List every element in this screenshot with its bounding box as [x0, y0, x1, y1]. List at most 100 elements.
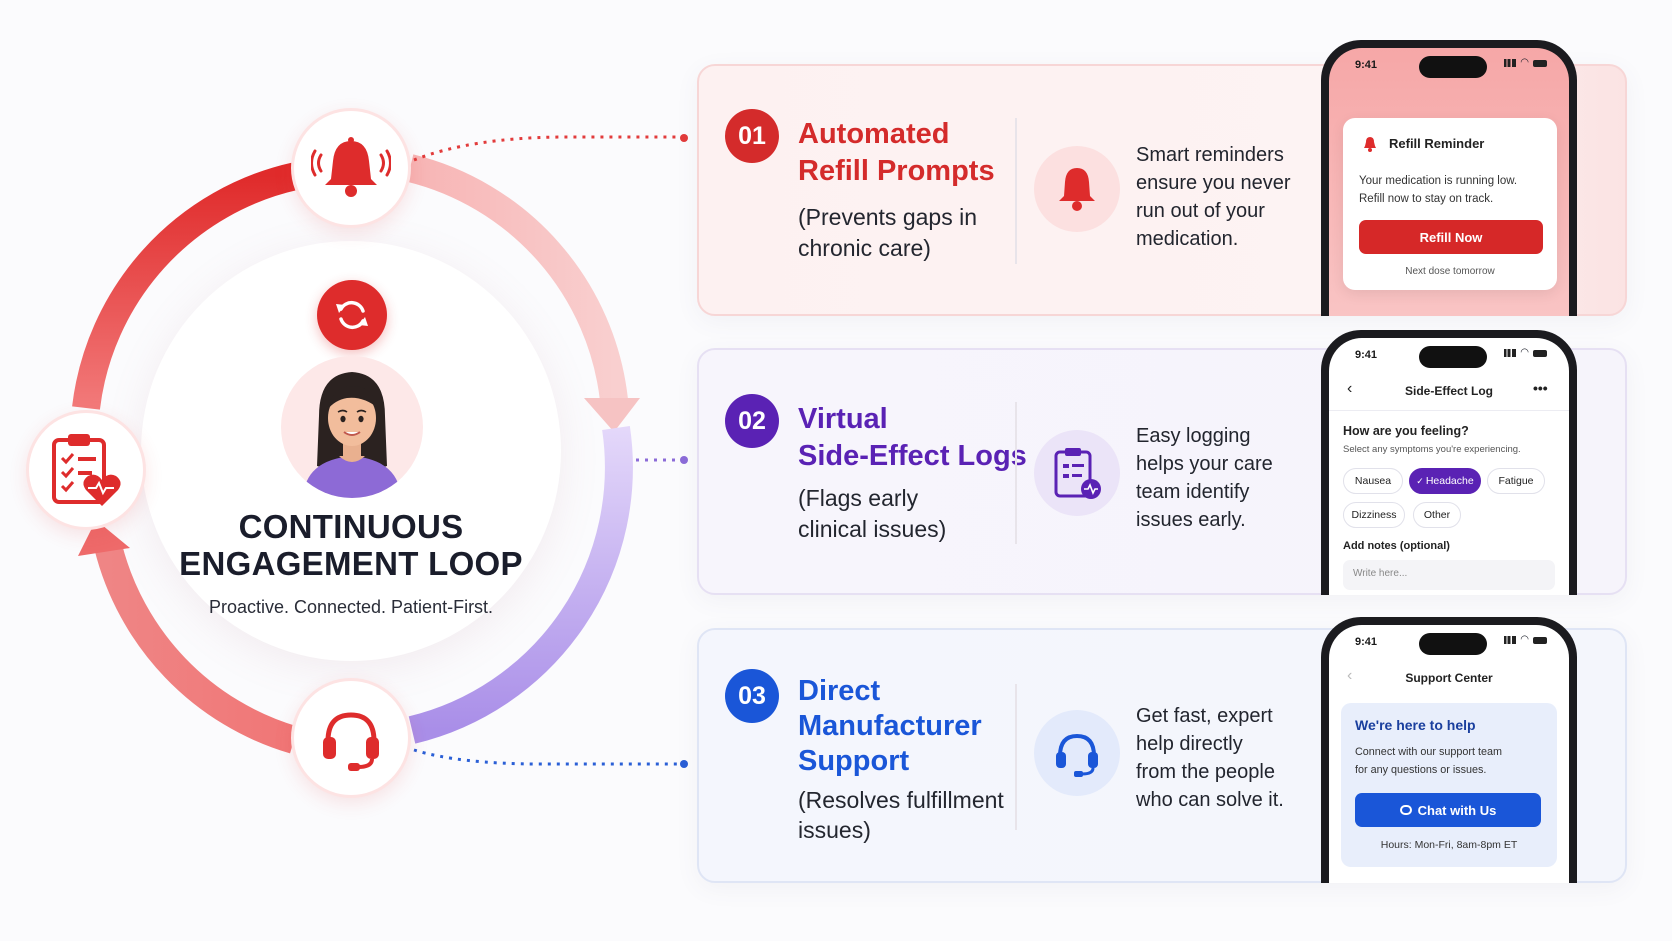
phone-1-time: 9:41: [1355, 59, 1378, 71]
phone-1-reminder-card: Refill Reminder Your medication is runni…: [1343, 118, 1557, 290]
loop-title-line-1: CONTINUOUS: [238, 508, 464, 545]
card-3-subtitle: (Resolves fulfillment issues): [798, 785, 1004, 845]
card-3-subtitle-line-2: issues): [798, 817, 871, 843]
dynamic-island: [1419, 633, 1487, 655]
card-1-subtitle: (Prevents gaps in chronic care): [798, 202, 977, 264]
card-1-divider: [1015, 118, 1017, 264]
phone-2-header: Side-Effect Log: [1404, 384, 1493, 398]
card-2-desc-line-1: Easy logging: [1136, 425, 1251, 447]
card-2-subtitle-line-1: (Flags early: [798, 485, 919, 511]
chip-dizziness[interactable]: Dizziness: [1343, 502, 1405, 528]
phone-3-body-line-2: for any questions or issues.: [1355, 764, 1487, 776]
card-2-feature-icon: [1034, 430, 1120, 516]
signal-icon: [1504, 636, 1517, 644]
card-1-description: Smart reminders ensure you never run out…: [1136, 141, 1306, 253]
card-3-desc-line-2: help directly: [1136, 733, 1243, 755]
battery-icon: [1533, 349, 1547, 357]
card-1-desc-line-1: Smart reminders: [1136, 144, 1284, 166]
loop-node-refill: [291, 108, 411, 228]
dynamic-island: [1419, 346, 1487, 368]
card-1-number-badge: 01: [725, 109, 779, 163]
loop-arc-bottom-left: [94, 542, 299, 754]
card-3-subtitle-line-1: (Resolves fulfillment: [798, 787, 1004, 813]
chat-bubble-icon: [1399, 805, 1412, 815]
bell-icon: [1059, 168, 1095, 211]
phone-3-body-line-1: Connect with our support team: [1355, 746, 1503, 758]
bell-icon: [1363, 136, 1377, 152]
more-options-icon[interactable]: •••: [1533, 380, 1548, 396]
loop-arrowhead-right: [584, 398, 640, 432]
chip-other[interactable]: Other: [1413, 502, 1461, 528]
phone-3-body: Connect with our support team for any qu…: [1355, 743, 1502, 779]
card-3-desc-line-3: from the people: [1136, 761, 1275, 783]
card-2-desc-line-4: issues early.: [1136, 509, 1246, 531]
card-3-title: Direct Manufacturer Support: [798, 674, 982, 779]
chip-headache[interactable]: ✓ Headache: [1409, 468, 1481, 494]
phone-2-time: 9:41: [1355, 349, 1378, 361]
wifi-icon: ◠: [1520, 634, 1529, 645]
dynamic-island: [1419, 56, 1487, 78]
headset-icon: [1056, 733, 1098, 777]
card-1-title: Automated Refill Prompts: [798, 116, 995, 190]
card-2-title-line-1: Virtual: [798, 403, 888, 435]
notes-input[interactable]: Write here...: [1343, 560, 1555, 590]
card-2-desc-line-2: helps your care: [1136, 453, 1273, 475]
loop-node-support: [291, 678, 411, 798]
card-1-feature-icon: [1034, 146, 1120, 232]
phone-3-header: Support Center: [1405, 671, 1493, 685]
phone-2-question: How are you feeling?: [1343, 424, 1469, 438]
loop-arc-right-bottom: [408, 425, 633, 744]
phone-3-hours: Hours: Mon-Fri, 8am-8pm ET: [1380, 839, 1518, 851]
card-3-desc-line-4: who can solve it.: [1136, 789, 1284, 811]
chat-with-us-label: Chat with Us: [1417, 802, 1497, 818]
card-1-desc-line-3: run out of your: [1136, 200, 1265, 222]
loop-title: CONTINUOUS ENGAGEMENT LOOP: [141, 508, 561, 582]
card-2-title: Virtual Side-Effect Logs: [798, 401, 1027, 475]
chat-with-us-button[interactable]: Chat with Us: [1355, 793, 1541, 827]
card-2-subtitle: (Flags early clinical issues): [798, 483, 946, 545]
card-2-desc-line-3: team identify: [1136, 481, 1250, 503]
chip-fatigue[interactable]: Fatigue: [1487, 468, 1545, 494]
clipboard-heart-icon: [52, 434, 121, 506]
signal-icon: [1504, 349, 1517, 357]
card-3-title-line-1: Direct: [798, 675, 881, 707]
card-3-divider: [1015, 684, 1017, 830]
card-2-divider: [1015, 402, 1017, 544]
connector-dot-1: [680, 134, 688, 142]
card-1-title-line-2: Refill Prompts: [798, 155, 995, 187]
header-divider: [1329, 410, 1569, 411]
wifi-icon: ◠: [1520, 57, 1529, 68]
phone-3-panel-title: We're here to help: [1355, 717, 1476, 733]
phone-1-card-title: Refill Reminder: [1389, 136, 1485, 151]
bell-icon: [311, 137, 391, 197]
loop-node-side-effects: [26, 410, 146, 530]
card-2-subtitle-line-2: clinical issues): [798, 516, 947, 542]
wifi-icon: ◠: [1520, 347, 1529, 358]
refresh-icon: [317, 280, 387, 350]
card-3-number-badge: 03: [725, 669, 779, 723]
back-chevron-icon[interactable]: ‹: [1347, 667, 1353, 684]
loop-subtitle: Proactive. Connected. Patient-First.: [208, 597, 494, 617]
back-chevron-icon[interactable]: ‹: [1347, 380, 1353, 397]
phone-1-body-line-2: Refill now to stay on track.: [1359, 193, 1494, 205]
headset-icon: [323, 712, 379, 771]
connector-dot-3: [680, 760, 688, 768]
chip-nausea[interactable]: Nausea: [1343, 468, 1403, 494]
card-3-feature-icon: [1034, 710, 1120, 796]
card-3-title-line-2: Manufacturer: [798, 710, 982, 742]
card-2-description: Easy logging helps your care team identi…: [1136, 422, 1306, 534]
loop-arrowhead-left: [78, 520, 130, 556]
card-3-title-line-3: Support: [798, 745, 910, 777]
phone-1-body: Your medication is running low. Refill n…: [1359, 172, 1517, 208]
card-2-number-badge: 02: [725, 394, 779, 448]
battery-icon: [1533, 59, 1547, 67]
patient-avatar: [281, 356, 423, 498]
phone-support-center: 9:41 ◠ ‹ Support Center We're here to he…: [1321, 617, 1577, 883]
card-2-title-line-2: Side-Effect Logs: [798, 440, 1027, 472]
phone-side-effect-log: 9:41 ◠ ‹ Side-Effect Log ••• How are you…: [1321, 330, 1577, 595]
card-1-desc-line-2: ensure you never: [1136, 172, 1291, 194]
refill-now-button[interactable]: Refill Now: [1359, 220, 1543, 254]
card-3-description: Get fast, expert help directly from the …: [1136, 702, 1306, 814]
connector-dotted-3: [413, 748, 680, 766]
